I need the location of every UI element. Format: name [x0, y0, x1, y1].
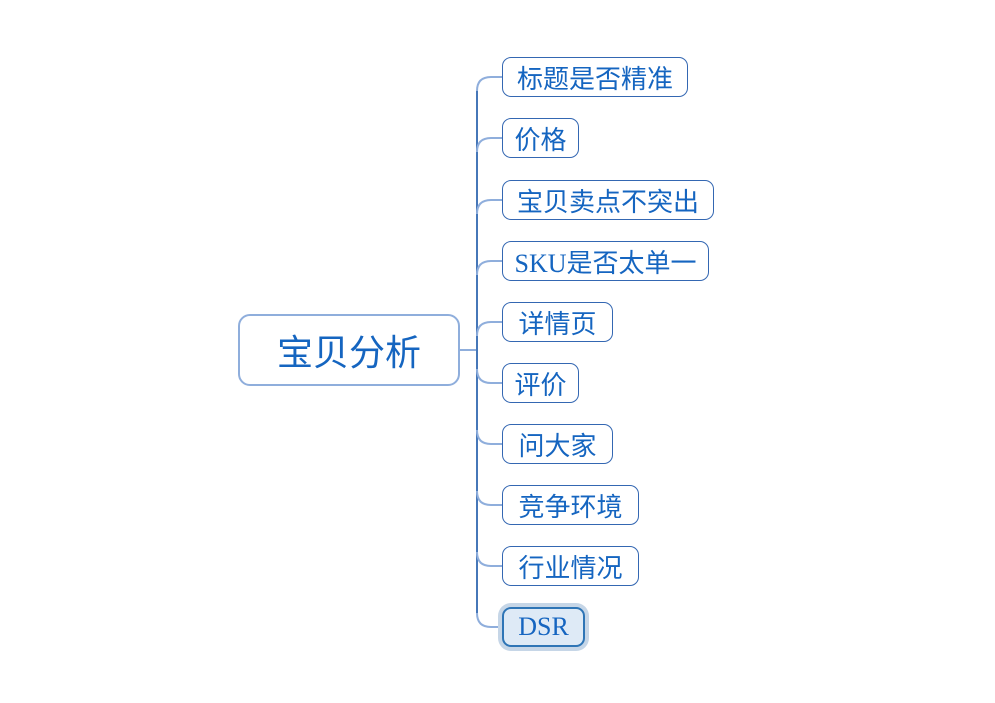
- mindmap-node-ask-everyone[interactable]: 问大家: [502, 424, 613, 464]
- mindmap-node-detail-page[interactable]: 详情页: [502, 302, 613, 342]
- mindmap-node-dsr[interactable]: DSR: [502, 607, 585, 647]
- mindmap-root-node[interactable]: 宝贝分析: [238, 314, 460, 386]
- branch-line: [476, 429, 502, 445]
- mindmap-node-title-accuracy[interactable]: 标题是否精准: [502, 57, 688, 97]
- mindmap-node-reviews[interactable]: 评价: [502, 363, 579, 403]
- branch-line: [476, 551, 502, 567]
- branch-line: [476, 612, 502, 628]
- branch-line: [476, 76, 502, 92]
- mindmap-node-sku[interactable]: SKU是否太单一: [502, 241, 709, 281]
- branch-line: [476, 260, 502, 276]
- mindmap-node-selling-points[interactable]: 宝贝卖点不突出: [502, 180, 714, 220]
- mindmap-node-industry[interactable]: 行业情况: [502, 546, 639, 586]
- branch-line: [476, 137, 502, 153]
- branch-line: [476, 490, 502, 506]
- branch-line: [476, 199, 502, 215]
- mindmap-node-price[interactable]: 价格: [502, 118, 579, 158]
- branch-line: [476, 321, 502, 337]
- branch-line: [476, 368, 502, 384]
- mindmap-node-competition[interactable]: 竞争环境: [502, 485, 639, 525]
